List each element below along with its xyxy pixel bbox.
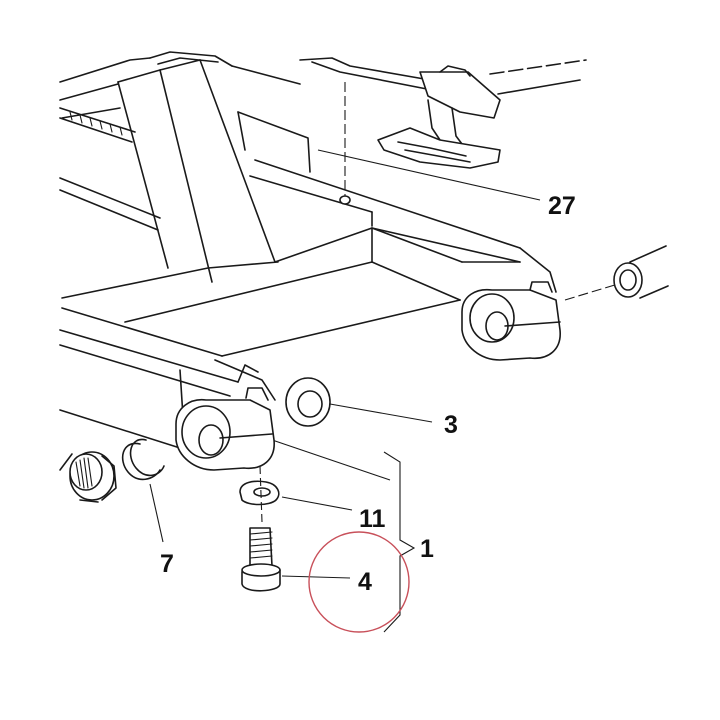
bolt-part-4 bbox=[241, 465, 351, 592]
lever-bracket bbox=[377, 65, 501, 169]
axle-bushing bbox=[613, 245, 669, 299]
group-bracket-1 bbox=[383, 451, 416, 633]
callout-3: 3 bbox=[444, 411, 458, 439]
callout-4: 4 bbox=[358, 568, 372, 596]
base-frame bbox=[59, 82, 619, 481]
washer-part-3 bbox=[285, 377, 433, 427]
left-pivot-clamp bbox=[175, 387, 275, 471]
highlight-circle bbox=[308, 531, 410, 633]
washer-part-11 bbox=[239, 480, 353, 511]
upper-frame bbox=[59, 51, 587, 283]
callout-1: 1 bbox=[420, 535, 434, 563]
callout-27: 27 bbox=[548, 192, 576, 220]
snap-ring-part-7 bbox=[121, 438, 165, 543]
mounting-hole bbox=[339, 195, 351, 205]
callout-11: 11 bbox=[359, 505, 386, 533]
leader-27 bbox=[317, 149, 541, 201]
callout-7: 7 bbox=[160, 550, 174, 578]
right-pivot-clamp bbox=[461, 281, 561, 361]
left-bushing bbox=[59, 451, 117, 503]
